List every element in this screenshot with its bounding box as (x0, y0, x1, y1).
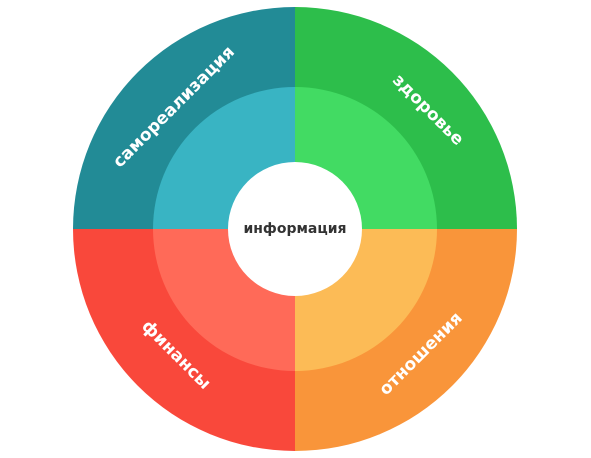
center-circle (228, 162, 362, 296)
center-label: информация (243, 221, 346, 237)
